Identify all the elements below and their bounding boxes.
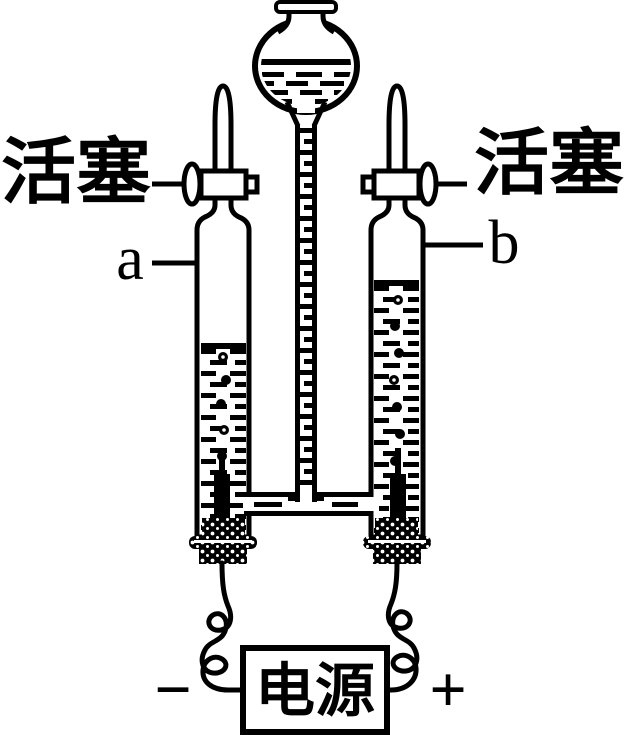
gas-tube-b (360, 83, 467, 564)
connector-opening (243, 497, 379, 511)
jet-tip-a (212, 83, 234, 172)
piston-label-left: 活塞 (1, 133, 151, 213)
piston-label-right: 活塞 (474, 124, 624, 204)
liquid-dash (334, 72, 351, 77)
stopper-a-top (202, 518, 245, 538)
bubble-highlight (392, 378, 396, 382)
wire-right (383, 560, 420, 693)
electrode-lead-b (395, 448, 401, 476)
power-supply-label: 电源 (255, 659, 375, 724)
stopcock-a-body (198, 168, 249, 201)
liquid-dash (264, 90, 288, 95)
bubble (390, 321, 400, 331)
middle-tube-foot-left (288, 496, 298, 501)
wire-left (199, 560, 247, 693)
liquid-dash (296, 72, 322, 77)
stopper-b-top (375, 518, 418, 538)
electrode-a (214, 474, 230, 528)
gas-tube-a (152, 83, 260, 564)
funnel-cone-left (284, 100, 301, 128)
stopcock-b-body (371, 168, 422, 201)
connector-liquid-dash (254, 502, 282, 507)
electrode-b (390, 474, 406, 528)
funnel-rim (274, 0, 338, 14)
wires (199, 560, 420, 693)
separating-funnel (252, 0, 360, 128)
power-supply-box (240, 645, 390, 735)
bubble (216, 399, 226, 409)
stopcock-a-handle (181, 161, 203, 207)
stopper-a-collar-slit (194, 540, 252, 543)
liquid-surface (261, 59, 351, 65)
liquid-dash (304, 99, 328, 104)
bubble-highlight (221, 355, 225, 359)
connector-top-wall-right (315, 492, 372, 497)
stopcock-a-nub (243, 174, 260, 195)
middle-tube-foot-right (314, 496, 324, 501)
connector-bottom-wall (244, 511, 372, 516)
neck-wall-right (320, 10, 336, 35)
liquid-dash (286, 81, 308, 86)
liquid-dash (320, 81, 344, 86)
neck-wall-left (276, 10, 292, 35)
middle-tube-wall-right (312, 124, 317, 502)
connector-tube (243, 492, 379, 516)
liquid-dash (262, 72, 284, 77)
graduation-marks (300, 128, 312, 486)
bubble-highlight (222, 428, 226, 432)
connector-top-wall-left (244, 492, 297, 497)
liquid-dash (300, 90, 322, 95)
bubble (394, 348, 404, 358)
stopper-b-collar-slit (368, 540, 426, 543)
funnel-outlet-opening (297, 97, 315, 113)
stopper-a-bottom (199, 548, 247, 564)
electrode-lead-a (219, 448, 225, 476)
bubble-highlight (396, 298, 400, 302)
power-supply: 电源 (240, 645, 390, 735)
plus-terminal-label: + (429, 654, 467, 727)
bubble (392, 402, 402, 412)
tube-b-label: b (489, 209, 520, 277)
stopper-b-bottom (373, 548, 421, 564)
stopcock-b-nub (360, 174, 377, 195)
stopcock-b-handle (417, 161, 439, 207)
liquid-surface-a (201, 343, 246, 349)
bubble (395, 429, 405, 439)
graduated-middle-tube (295, 124, 317, 502)
funnel-cone-right (311, 100, 328, 128)
jet-tip-b (386, 83, 408, 172)
middle-tube-wall-left (295, 124, 300, 502)
tube-a-label: a (116, 225, 144, 293)
annotations: 活塞 活塞 a b − + (1, 124, 624, 727)
bubble (221, 375, 231, 385)
liquid-dash (261, 81, 274, 86)
minus-terminal-label: − (154, 654, 192, 727)
liquid-surface-b (374, 280, 419, 286)
connector-liquid-dash (332, 502, 358, 507)
